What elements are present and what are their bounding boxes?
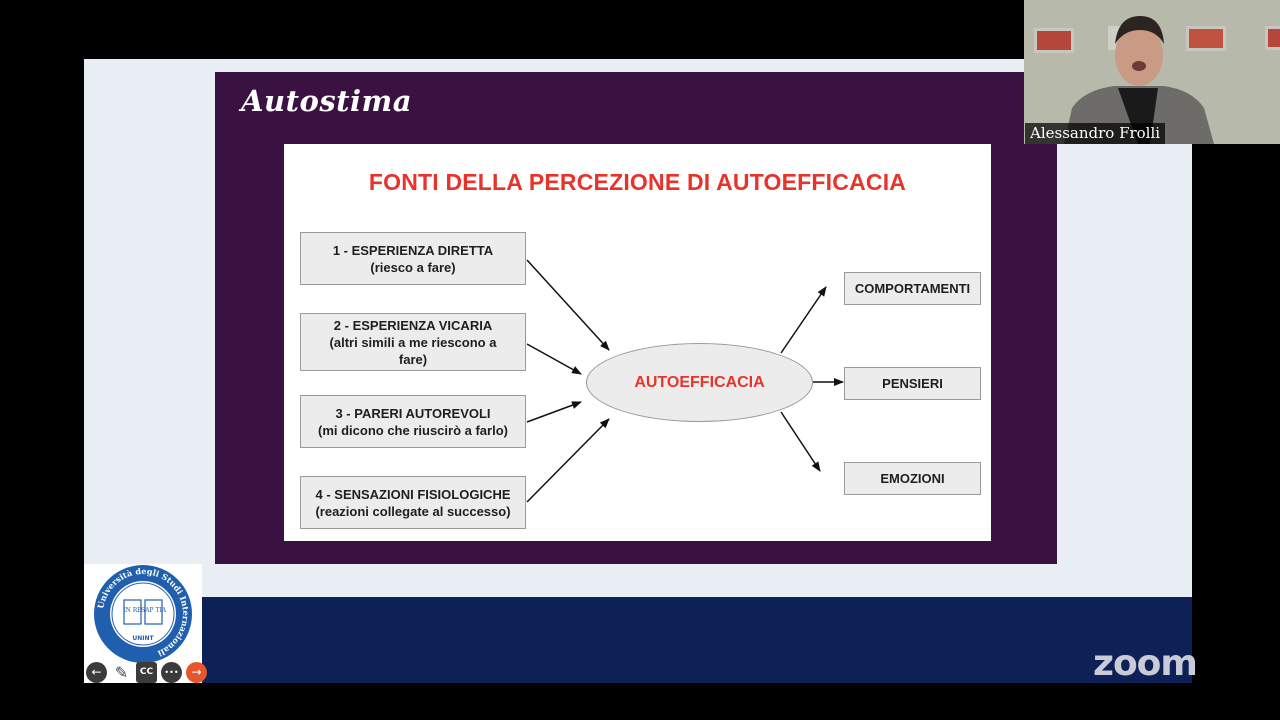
seal-motto-right: SAP TIA xyxy=(141,607,167,614)
center-node: AUTOEFFICACIA xyxy=(586,343,813,422)
slide-title: Autostima xyxy=(241,84,413,118)
speaker-video-frame xyxy=(1024,0,1280,144)
arrow-source-2 xyxy=(526,343,582,375)
source-1-subtitle: (riesco a fare) xyxy=(370,259,456,275)
arrow-outcome-3 xyxy=(780,411,821,472)
source-3-title: 3 - PARERI AUTOREVOLI xyxy=(335,405,491,421)
cc-icon[interactable]: CC xyxy=(136,661,157,683)
source-2-title: 2 - ESPERIENZA VICARIA xyxy=(333,317,493,333)
speaker-video[interactable] xyxy=(1024,0,1280,144)
diagram-card: FONTI DELLA PERCEZIONE DI AUTOEFFICACIA … xyxy=(284,144,991,541)
diagram-title: FONTI DELLA PERCEZIONE DI AUTOEFFICACIA xyxy=(368,169,907,195)
university-seal: Università degli Studi Internazionali IN… xyxy=(94,565,192,663)
source-3-subtitle: (mi dicono che riuscirò a farlo) xyxy=(318,422,508,438)
pencil-icon[interactable]: ✎ xyxy=(114,662,129,682)
seal-motto-left: IN RE xyxy=(123,607,141,614)
speaker-name-label: Alessandro Frolli xyxy=(1025,123,1166,144)
outcome-box-2: PENSIERI xyxy=(844,367,981,400)
arrow-left-icon[interactable]: ← xyxy=(86,661,107,683)
arrow-source-3 xyxy=(526,401,582,423)
seal-name: UNINT xyxy=(132,635,154,642)
presentation-controls: ← ✎ CC ••• → xyxy=(84,660,210,684)
more-icon[interactable]: ••• xyxy=(161,661,182,683)
source-4-title: 4 - SENSAZIONI FISIOLOGICHE xyxy=(315,486,511,502)
zoom-logo: zoom xyxy=(1093,643,1198,684)
arrow-source-1 xyxy=(526,259,610,351)
arrow-right-icon[interactable]: → xyxy=(186,661,207,683)
diagram-arrows xyxy=(526,259,844,503)
outcome-box-1: COMPORTAMENTI xyxy=(844,272,981,305)
arrow-source-4 xyxy=(526,418,610,503)
source-box-1: 1 - ESPERIENZA DIRETTA (riesco a fare) xyxy=(300,232,526,285)
source-box-2: 2 - ESPERIENZA VICARIA (altri simili a m… xyxy=(300,313,526,371)
arrow-outcome-1 xyxy=(780,286,827,354)
source-4-subtitle: (reazioni collegate al successo) xyxy=(315,503,511,519)
slide-footer-band xyxy=(84,597,1192,683)
source-2-subtitle: (altri simili a me riescono a xyxy=(329,334,497,350)
source-2-subtitle-cont: fare) xyxy=(398,351,428,367)
source-box-3: 3 - PARERI AUTOREVOLI (mi dicono che riu… xyxy=(300,395,526,448)
outcome-box-3: EMOZIONI xyxy=(844,462,981,495)
university-logo: Università degli Studi Internazionali IN… xyxy=(84,564,202,683)
source-box-4: 4 - SENSAZIONI FISIOLOGICHE (reazioni co… xyxy=(300,476,526,529)
source-1-title: 1 - ESPERIENZA DIRETTA xyxy=(332,242,494,258)
